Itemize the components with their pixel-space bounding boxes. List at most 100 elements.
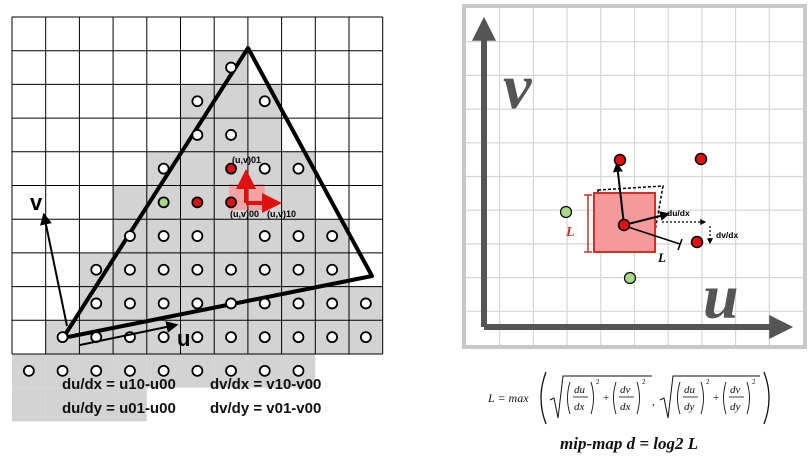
sample-point: [157, 162, 170, 175]
sample-point: [292, 230, 305, 242]
big-paren-left: [540, 371, 547, 425]
plus: +: [713, 392, 719, 404]
sample-point: [258, 331, 271, 344]
sample-red-center: [617, 218, 631, 232]
label-uv01: (u,v)01: [232, 155, 261, 165]
covered-cell: [281, 185, 316, 220]
comma: ,: [652, 396, 655, 408]
sample-point: [292, 263, 305, 276]
sample-point: [292, 297, 305, 310]
frac-num: dv: [730, 384, 741, 396]
sample-point: [124, 364, 136, 377]
mipmap-L-formula: L = max du dx 2 + dv dx 2 , du: [487, 371, 770, 425]
sample-point: [56, 331, 69, 344]
paren: [567, 381, 571, 415]
exp: 2: [596, 378, 600, 386]
sample-point: [157, 297, 170, 310]
sample-point: [258, 230, 271, 242]
mipmap-level-formula: mip-map d = log2 L: [560, 434, 699, 453]
covered-cell: [247, 118, 282, 152]
sample-point: [258, 364, 271, 377]
frac-den: dy: [730, 401, 741, 413]
covered-cell: [180, 151, 215, 186]
sample-point: [258, 263, 271, 276]
paren: [700, 381, 704, 415]
sample-point: [191, 263, 204, 276]
sample-point: [90, 364, 103, 377]
covered-cell: [79, 387, 114, 422]
sample-point: [157, 263, 170, 276]
covered-cell: [12, 387, 46, 422]
plus: +: [603, 392, 609, 404]
paren: [677, 381, 681, 415]
sample-point: [191, 129, 204, 141]
exp: 2: [706, 378, 710, 386]
v-axis-label: v: [30, 190, 43, 215]
sample-point: [124, 297, 136, 310]
dvdx-label: dv/dx: [716, 230, 738, 240]
L-bracket-bottom: [627, 226, 681, 245]
paren: [590, 381, 594, 415]
equation-dv-dx: dv/dx = v10-v00: [210, 376, 322, 393]
sample-point: [359, 297, 372, 310]
sample-point: [258, 95, 271, 108]
exp: 2: [642, 378, 646, 386]
equation-row-2: du/dy = u01-u00 dv/dy = v01-v00: [62, 400, 382, 417]
sample-point: [225, 331, 237, 344]
sample-point: [191, 297, 204, 310]
paren: [746, 381, 750, 415]
u-axis-label: u: [703, 261, 739, 332]
exp: 2: [752, 378, 756, 386]
L-label-bottom: L: [657, 250, 666, 265]
sample-point: [225, 297, 237, 310]
sample-point: [124, 230, 136, 242]
sample-point: [90, 263, 103, 276]
sample-point: [225, 364, 237, 377]
sample-point: [292, 364, 305, 377]
covered-cell: [45, 387, 80, 422]
triangle-outline: [61, 46, 374, 340]
sample-point: [258, 162, 271, 175]
sample-point: [225, 61, 237, 74]
sample-point: [56, 364, 69, 377]
uv-space-panel: v u L L du/dx dv/dx: [462, 4, 807, 349]
sample-point-red: [225, 162, 237, 175]
sample-point: [191, 230, 204, 242]
sample-point-green: [157, 196, 170, 209]
dvdy-arrow: [612, 162, 625, 226]
sample-point-red: [191, 196, 204, 209]
sample-point: [292, 331, 305, 344]
frac-num: dv: [620, 384, 631, 396]
covered-cell: [113, 387, 147, 422]
sample-green: [623, 271, 637, 285]
sample-point: [124, 263, 136, 276]
frac-den: dx: [620, 401, 631, 413]
paren: [636, 381, 640, 415]
sqrt-1: [549, 375, 652, 419]
pixel-grid: [11, 16, 384, 355]
sample-point: [225, 263, 237, 276]
sample-point: [90, 297, 103, 310]
sample-red: [694, 152, 708, 166]
sample-points-layer: [22, 61, 372, 377]
dudx-arrow: [623, 211, 670, 226]
frac-num: du: [574, 384, 586, 396]
sample-point: [225, 129, 237, 141]
rasterization-grid-panel: (u,v)01 (u,v)00 (u,v)10 v u: [11, 16, 384, 422]
sqrt-2: [659, 375, 760, 419]
paren: [723, 381, 727, 415]
sample-point-red: [225, 196, 237, 209]
sample-point: [191, 331, 204, 344]
covered-cell: [214, 219, 248, 253]
equation-du-dx: du/dx = u10-u00: [62, 376, 176, 393]
equation-du-dy: du/dy = u01-u00: [62, 400, 176, 417]
equation-row-1: du/dx = u10-u00 dv/dx = v10-v00: [62, 376, 382, 393]
L-bracket-bottom-end: [677, 238, 683, 251]
equation-dv-dy: dv/dy = v01-v00: [210, 400, 322, 417]
formula-lhs: L = max: [487, 391, 529, 405]
sample-point: [359, 331, 372, 344]
sample-point: [326, 230, 339, 242]
sample-point: [191, 364, 204, 377]
sample-point: [157, 364, 170, 377]
